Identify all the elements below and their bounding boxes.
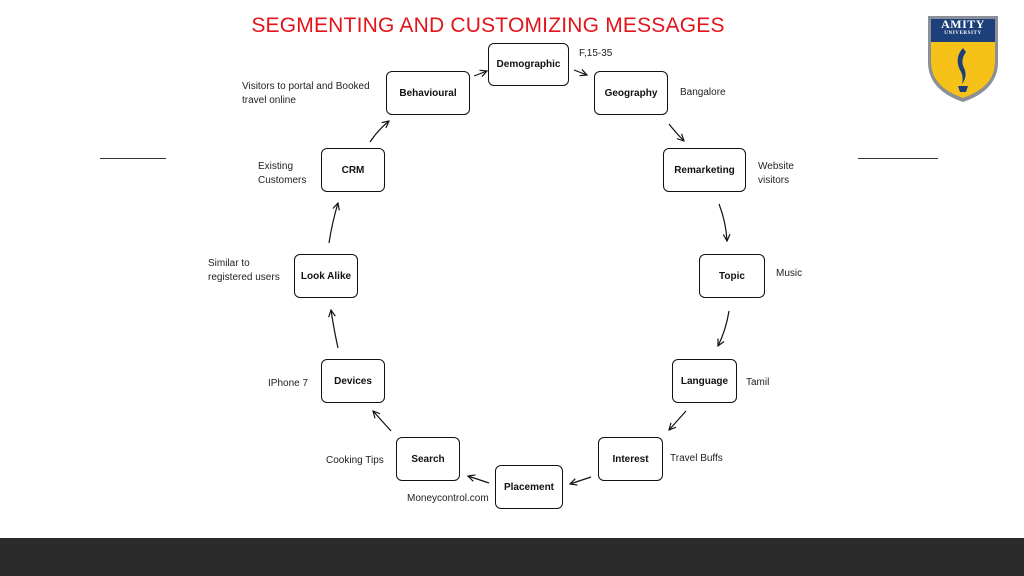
arrow-language-to-interest	[669, 410, 687, 430]
note-demographic: F,15-35	[579, 48, 613, 59]
node-language: Language	[672, 359, 737, 403]
arrow-devices-to-lookalike	[331, 310, 339, 349]
node-crm: CRM	[321, 148, 385, 192]
shield-emblem-icon	[928, 16, 998, 102]
arrow-remarketing-to-topic	[718, 203, 727, 241]
node-demographic: Demographic	[488, 43, 569, 86]
arrow-crm-to-behavioural	[369, 121, 389, 143]
arrow-geography-to-remarketing	[668, 123, 684, 141]
note-devices: IPhone 7	[268, 378, 309, 389]
arrow-behavioural-to-demographic	[473, 71, 487, 76]
footer-bar	[0, 538, 1024, 576]
node-remarketing: Remarketing	[663, 148, 746, 192]
note-search: Cooking Tips	[326, 455, 384, 466]
note-interest: Travel Buffs	[670, 453, 723, 464]
note-language: Tamil	[746, 377, 770, 388]
arrow-placement-to-search	[468, 476, 490, 484]
arrow-topic-to-language	[718, 310, 730, 346]
logo-text-university: UNIVERSITY	[944, 31, 982, 36]
node-interest: Interest	[598, 437, 663, 481]
note-crm: Existing Customers	[258, 161, 307, 186]
node-placement: Placement	[495, 465, 563, 509]
node-devices: Devices	[321, 359, 385, 403]
note-placement: Moneycontrol.com	[407, 493, 489, 504]
node-search: Search	[396, 437, 460, 481]
arrow-lookalike-to-crm	[328, 203, 338, 244]
slide-title: SEGMENTING AND CUSTOMIZING MESSAGES	[251, 14, 725, 37]
decorative-rule-right	[858, 158, 938, 159]
node-look-alike: Look Alike	[294, 254, 358, 298]
arrow-demographic-to-geography	[573, 70, 587, 75]
node-behavioural: Behavioural	[386, 71, 470, 115]
amity-university-logo: AMITY UNIVERSITY	[924, 12, 1002, 104]
note-remarketing: Website visitors	[758, 161, 794, 186]
node-topic: Topic	[699, 254, 765, 298]
note-geography: Bangalore	[680, 87, 726, 98]
note-behavioural: Visitors to portal and Booked travel onl…	[242, 81, 370, 106]
arrow-search-to-devices	[373, 411, 392, 432]
decorative-rule-left	[100, 158, 166, 159]
logo-text-amity: AMITY	[941, 17, 985, 31]
note-topic: Music	[776, 268, 803, 279]
note-look-alike: Similar to registered users	[208, 258, 280, 283]
arrow-interest-to-placement	[570, 476, 592, 484]
node-geography: Geography	[594, 71, 668, 115]
